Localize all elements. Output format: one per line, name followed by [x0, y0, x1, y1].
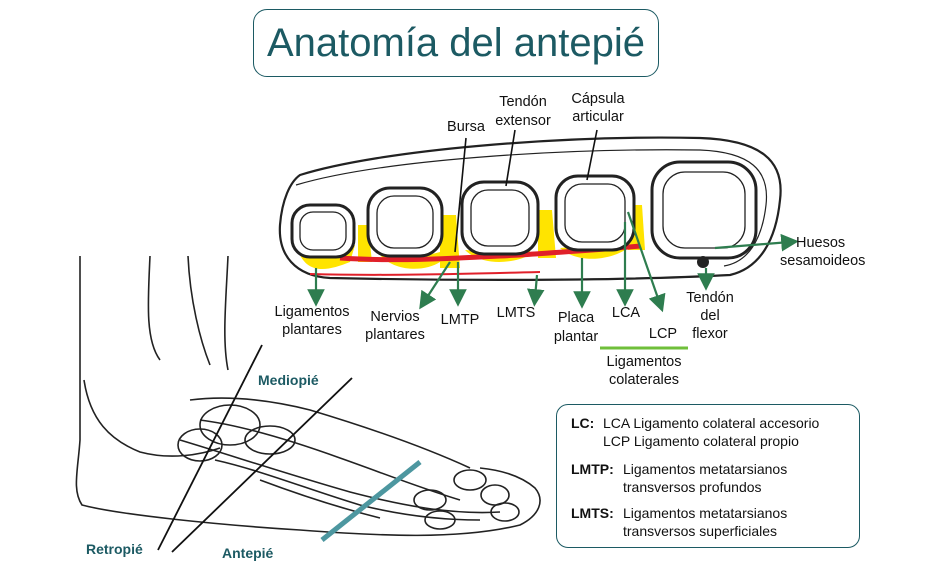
cross-section	[278, 136, 782, 281]
label-plantar-ligaments-1: Ligamentos	[274, 304, 350, 320]
sesamoid-bone	[697, 256, 709, 268]
label-plantar-plate-1: Placa	[557, 310, 595, 326]
label-lmts: LMTS	[496, 305, 536, 321]
forefoot-section-line	[320, 460, 422, 542]
legend-value: LCA Ligamento colateral accesorio	[603, 415, 820, 431]
legend-value: LCP Ligamento colateral propio	[603, 433, 799, 449]
legend-value: Ligamentos metatarsianos	[623, 505, 788, 521]
title-box: Anatomía del antepié	[253, 9, 659, 77]
label-extensor-tendon-1: Tendón	[499, 94, 547, 110]
label-plantar-nerves-1: Nervios	[370, 309, 420, 325]
label-bursa: Bursa	[447, 119, 485, 135]
legend-box: LC: LCA Ligamento colateral accesorio LC…	[556, 404, 860, 548]
label-sesamoids-2: sesamoideos	[780, 253, 866, 269]
top-leader-lines	[454, 129, 598, 253]
label-flexor-tendon-2: del	[700, 308, 720, 324]
label-flexor-tendon-1: Tendón	[686, 290, 734, 306]
label-flexor-tendon-3: flexor	[692, 326, 728, 342]
region-hindfoot: Retropié	[86, 541, 143, 557]
legend-key: LC:	[571, 415, 595, 431]
foot-illustration	[75, 255, 541, 537]
label-lca: LCA	[611, 305, 641, 321]
region-midfoot: Mediopié	[258, 372, 319, 388]
page-title: Anatomía del antepié	[266, 20, 646, 65]
label-arrows	[307, 211, 799, 313]
metatarsal-heads	[290, 160, 758, 260]
label-collateral-2: colaterales	[608, 372, 680, 388]
superficial-ligament	[309, 271, 541, 276]
metatarsal-heads-inner	[299, 171, 746, 251]
region-forefoot: Antepié	[222, 545, 274, 561]
legend-value: transversos superficiales	[623, 523, 778, 539]
legend-value: Ligamentos metatarsianos	[623, 461, 788, 477]
label-capsule-2: articular	[572, 109, 624, 125]
label-lcp: LCP	[648, 326, 678, 342]
label-extensor-tendon-2: extensor	[495, 113, 551, 129]
legend-key: LMTS:	[571, 505, 614, 521]
legend-key: LMTP:	[571, 461, 614, 477]
label-plantar-plate-2: plantar	[553, 329, 599, 345]
label-plantar-nerves-2: plantares	[365, 327, 425, 343]
region-divider-lines	[157, 344, 353, 553]
label-sesamoids-1: Huesos	[796, 235, 846, 251]
label-plantar-ligaments-2: plantares	[282, 322, 342, 338]
label-collateral-1: Ligamentos	[606, 354, 682, 370]
label-lmtp: LMTP	[440, 312, 480, 328]
legend-value: transversos profundos	[623, 479, 762, 495]
label-capsule-1: Cápsula	[571, 91, 625, 107]
